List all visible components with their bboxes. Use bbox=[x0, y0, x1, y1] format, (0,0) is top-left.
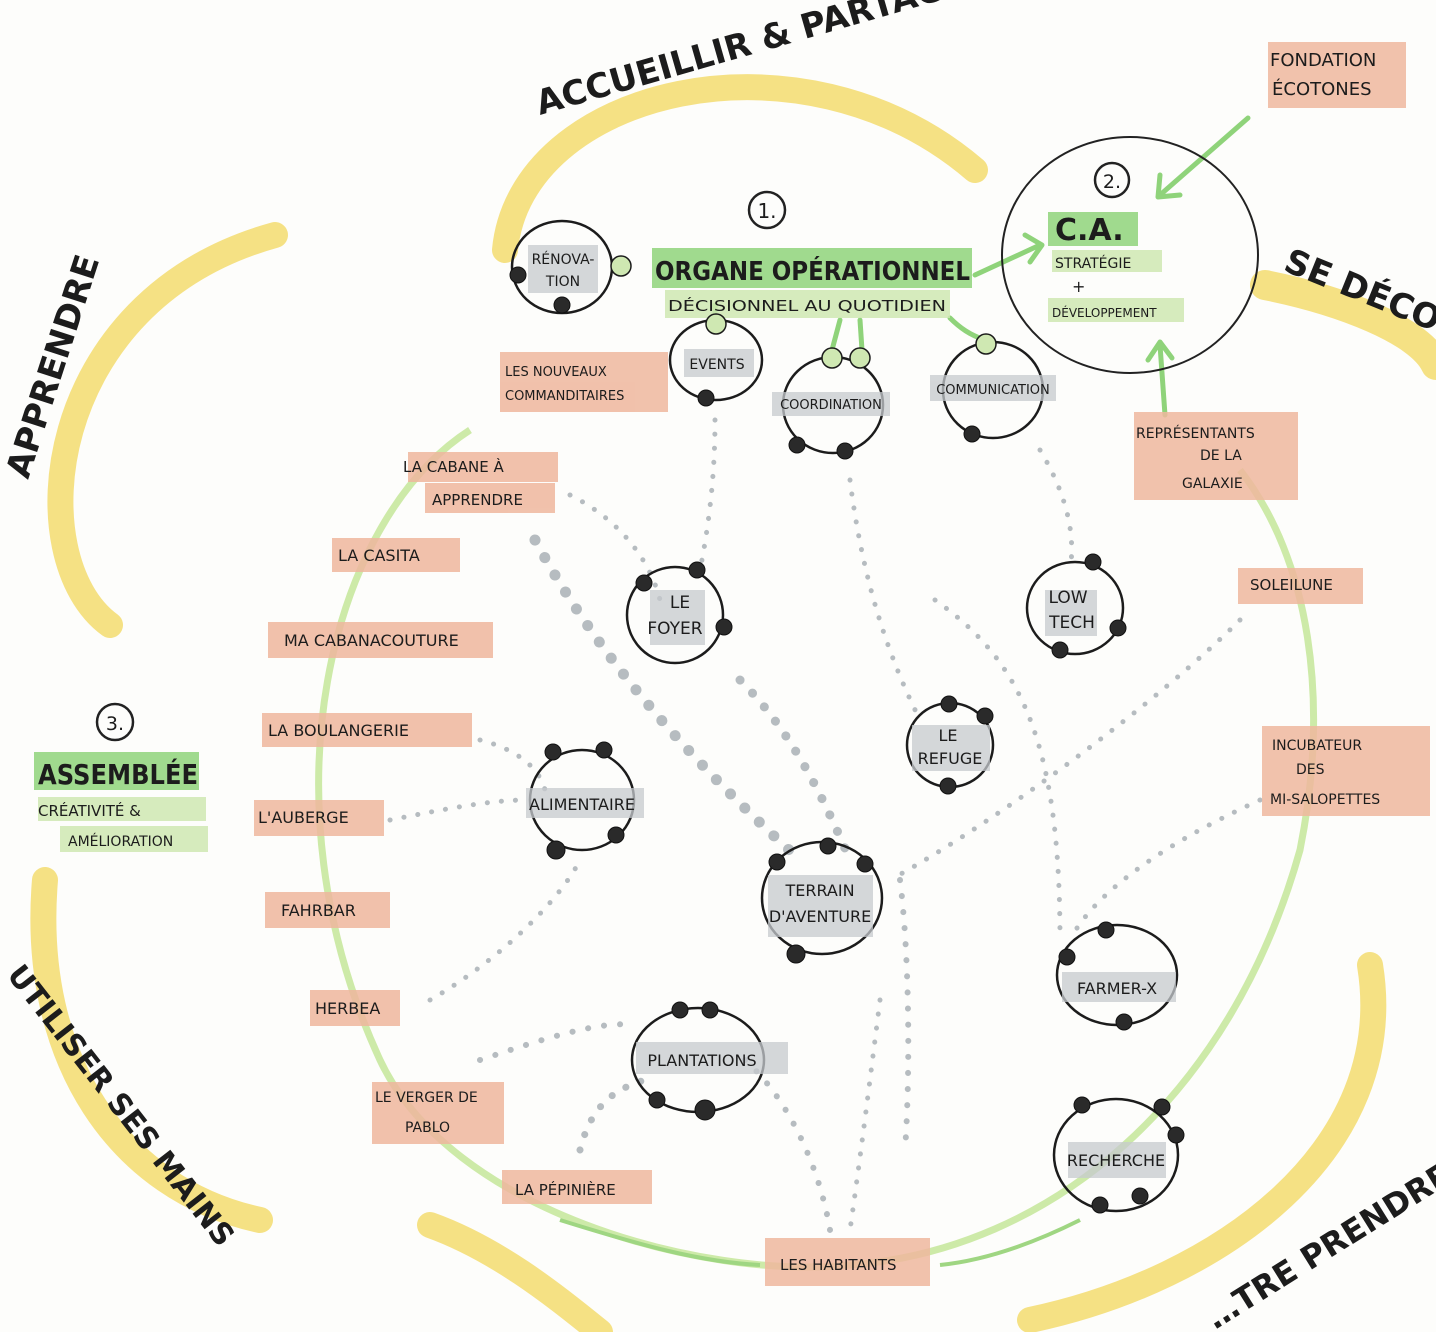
project-herbea: Herbea bbox=[315, 999, 380, 1018]
projects: Les nouveaux Commanditaires La cabane à … bbox=[254, 42, 1430, 1286]
link-organe-coordination bbox=[829, 317, 865, 353]
project-fondation-2: Écotones bbox=[1272, 78, 1372, 100]
organe-title: Organe opérationnel bbox=[655, 255, 970, 287]
label-le-refuge-1: Le bbox=[938, 726, 957, 745]
ca-title: C.A. bbox=[1055, 213, 1124, 248]
project-incubateur-3: Mi-salopettes bbox=[1270, 792, 1380, 808]
project-pepiniere: La Pépinière bbox=[515, 1180, 616, 1199]
label-recherche: Recherche bbox=[1067, 1151, 1165, 1170]
label-coordination: Coordination bbox=[780, 398, 882, 413]
project-habitants: Les Habitants bbox=[780, 1256, 897, 1274]
petal-left bbox=[47, 222, 288, 638]
assemblee-line2: Amélioration bbox=[68, 833, 173, 850]
project-incubateur-2: des bbox=[1296, 762, 1325, 778]
label-le-foyer-2: Foyer bbox=[647, 619, 702, 639]
project-auberge: L'Auberge bbox=[258, 808, 349, 827]
label-terrain-1: Terrain bbox=[784, 881, 854, 900]
organe-subtitle: Décisionnel au quotidien bbox=[668, 296, 946, 315]
project-representants-2: de la bbox=[1200, 448, 1242, 464]
circle-le-foyer bbox=[625, 565, 725, 665]
ca-line2: + bbox=[1072, 277, 1085, 296]
project-verger-1: Le verger de bbox=[375, 1090, 478, 1106]
label-le-refuge-2: Refuge bbox=[918, 749, 983, 768]
organe-operationnel: 1. Organe opérationnel Décisionnel au qu… bbox=[652, 190, 972, 318]
dotted-connections bbox=[387, 417, 1263, 1233]
label-plantations: Plantations bbox=[647, 1051, 756, 1070]
project-representants-3: Galaxie bbox=[1182, 476, 1243, 492]
petal-right bbox=[1250, 270, 1436, 380]
inner-loop-dark bbox=[559, 1218, 1081, 1267]
petal-bottom-right bbox=[1017, 952, 1387, 1332]
circles: Rénova- tion Events Coordination Communi… bbox=[509, 219, 1185, 1214]
label-le-foyer-1: Le bbox=[670, 593, 690, 613]
arrow-fondation-to-ca bbox=[1155, 115, 1251, 200]
label-low-tech-2: Tech bbox=[1048, 613, 1095, 633]
petals bbox=[30, 74, 1436, 1332]
assemblee-title: Assemblée bbox=[38, 757, 198, 791]
project-nouveaux-2: Commanditaires bbox=[505, 389, 624, 404]
petal-top bbox=[492, 74, 988, 263]
ca-line1: Stratégie bbox=[1055, 255, 1131, 272]
arrow-organe-to-ca bbox=[972, 232, 1045, 278]
label-renovation-1: Rénova- bbox=[532, 251, 595, 268]
label-events: Events bbox=[689, 357, 744, 373]
project-casita: La Casita bbox=[338, 546, 420, 565]
project-verger-2: Pablo bbox=[405, 1120, 450, 1136]
project-cabanacouture: Ma Cabanacouture bbox=[284, 631, 459, 650]
petal-bottom bbox=[417, 1212, 613, 1332]
label-communication: Communication bbox=[936, 383, 1050, 398]
label-terrain-2: d'Aventure bbox=[769, 907, 871, 926]
project-soleilune: Soleilune bbox=[1250, 576, 1333, 594]
project-nouveaux-1: Les nouveaux bbox=[505, 365, 607, 380]
arrow-representants-to-ca bbox=[1145, 339, 1175, 418]
project-boulangerie: La Boulangerie bbox=[268, 721, 409, 740]
circle-labels: Rénova- tion Events Coordination Communi… bbox=[529, 251, 1165, 1170]
ca-line3: Développement bbox=[1052, 305, 1157, 320]
label-renovation-2: tion bbox=[545, 274, 580, 290]
project-fahrbar: Fahrbar bbox=[281, 901, 356, 920]
label-alimentaire: Alimentaire bbox=[529, 795, 635, 814]
circle-recherche bbox=[1052, 1097, 1180, 1213]
organe-number: 1. bbox=[757, 199, 776, 223]
label-low-tech-1: Low bbox=[1048, 588, 1087, 608]
project-incubateur-1: Incubateur bbox=[1272, 738, 1362, 754]
project-representants-1: Représentants bbox=[1136, 425, 1255, 442]
project-fondation-1: Fondation bbox=[1270, 50, 1376, 71]
project-cabane-1: La cabane à bbox=[403, 457, 504, 476]
project-cabane-2: Apprendre bbox=[432, 491, 523, 509]
assemblee: 3. Assemblée Créativité & Amélioration bbox=[34, 702, 208, 852]
ca-council: 2. C.A. Stratégie + Développement bbox=[1001, 136, 1259, 374]
petal-bottom-left bbox=[30, 867, 273, 1233]
assemblee-line1: Créativité & bbox=[38, 801, 141, 820]
ca-number: 2. bbox=[1103, 171, 1121, 193]
label-farmer-x: Farmer-X bbox=[1077, 979, 1157, 998]
assemblee-number: 3. bbox=[106, 713, 124, 735]
petal-label-utiliser: Utiliser ses mains bbox=[0, 958, 241, 1253]
circle-low-tech bbox=[1025, 560, 1125, 656]
petal-label-accueillir: Accueillir & Partager bbox=[531, 0, 996, 124]
